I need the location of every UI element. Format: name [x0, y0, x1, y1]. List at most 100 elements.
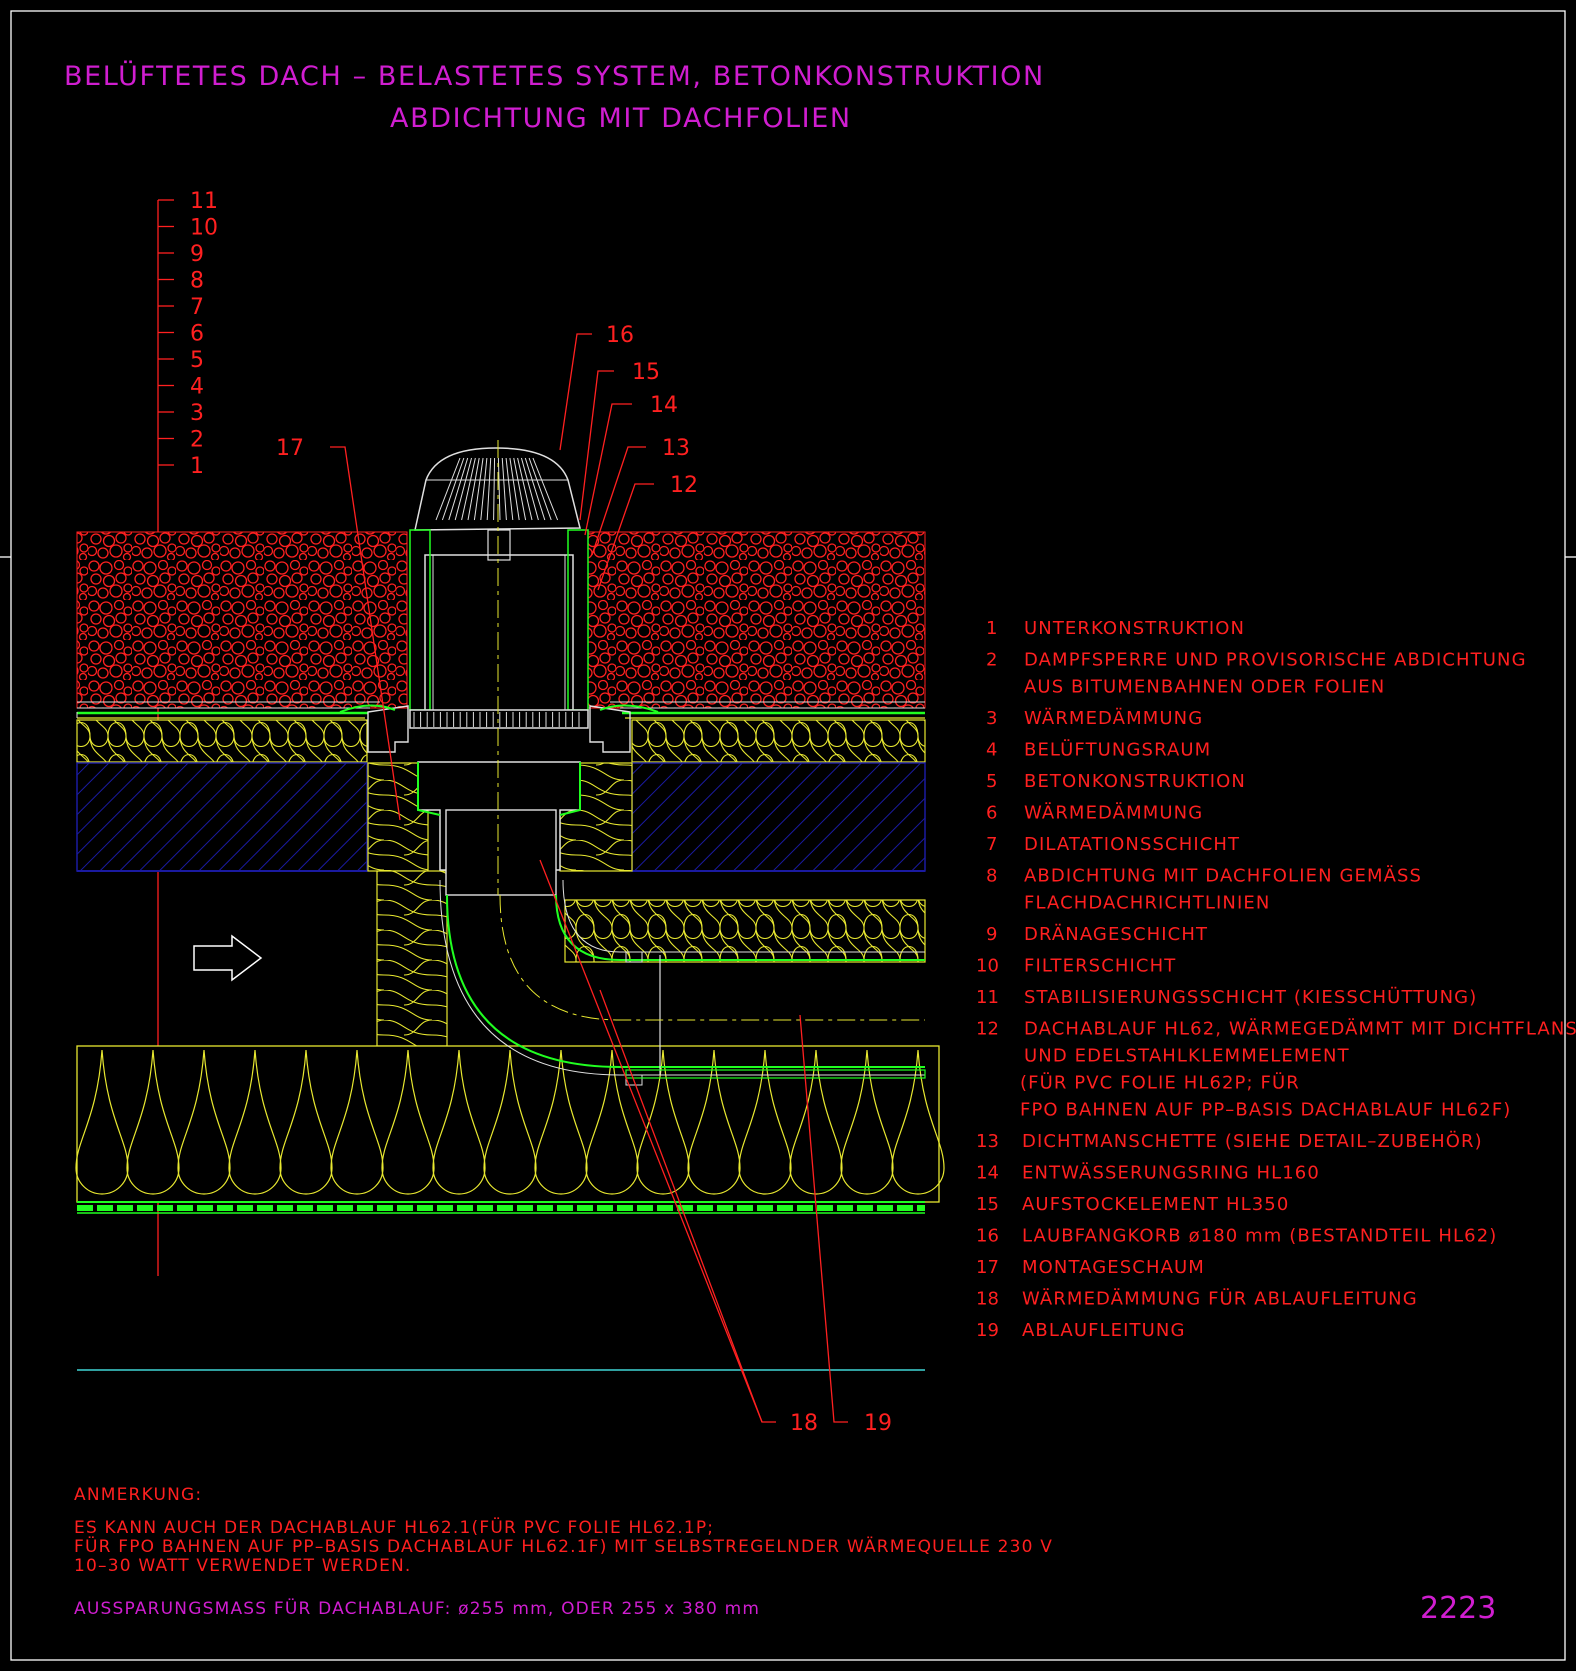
- basket-rib: [486, 457, 492, 521]
- insulation-teardrop: [585, 1049, 639, 1195]
- insulation-teardrop: [279, 1049, 333, 1195]
- callout-19: 19: [864, 1411, 892, 1436]
- legend-number: 11: [976, 987, 999, 1008]
- membrane-layers-right: [610, 701, 925, 719]
- roof-section: [75, 531, 945, 1371]
- ventilation-arrow: [193, 934, 263, 982]
- callout-15: 15: [632, 360, 660, 385]
- legend-text: UND EDELSTAHLKLEMMELEMENT: [1024, 1046, 1350, 1067]
- basket-rib: [435, 457, 461, 521]
- legend-text: (FÜR PVC FOLIE HL62P; FÜR: [1020, 1072, 1300, 1094]
- callout-12: 12: [670, 473, 698, 498]
- legend-number: 13: [976, 1131, 999, 1152]
- legend-text: ENTWÄSSERUNGSRING HL160: [1022, 1163, 1320, 1184]
- insulation-teardrop: [738, 1049, 792, 1195]
- basket-rib: [493, 457, 496, 521]
- basket-rib: [461, 457, 476, 521]
- insulation-top-left: [76, 719, 368, 763]
- legend-text: FLACHDACHRICHTLINIEN: [1024, 893, 1270, 914]
- basket-rib: [513, 457, 527, 521]
- legend-number: 5: [986, 771, 997, 792]
- legend-text: AUS BITUMENBAHNEN ODER FOLIEN: [1024, 677, 1385, 698]
- legend-number: 4: [986, 740, 997, 761]
- legend-text: ABDICHTUNG MIT DACHFOLIEN GEMÄSS: [1024, 866, 1422, 887]
- legend-text: DACHABLAUF HL62, WÄRMEGEDÄMMT MIT DICHTF…: [1024, 1019, 1576, 1040]
- elbow-centerline: [499, 894, 925, 1021]
- legend-number: 1: [986, 618, 997, 639]
- membrane-layers-left: [76, 701, 380, 719]
- legend-text: ABLAUFLEITUNG: [1022, 1320, 1186, 1341]
- basket-rib: [441, 457, 465, 521]
- insulation-top-right: [631, 719, 926, 763]
- legend-text: LAUBFANGKORB ø180 mm (BESTANDTEIL HL62): [1022, 1226, 1497, 1247]
- layer-mark-label: 2: [190, 428, 204, 453]
- legend-number: 10: [976, 956, 999, 977]
- insulation-teardrop: [75, 1049, 129, 1195]
- legend-text: MONTAGESCHAUM: [1022, 1257, 1205, 1278]
- layer-mark-label: 6: [190, 322, 204, 347]
- legend-number: 3: [986, 708, 997, 729]
- legend-text: BETONKONSTRUKTION: [1024, 771, 1246, 792]
- clamp-left: [367, 705, 409, 753]
- callout-17: 17: [276, 436, 304, 461]
- legend-number: 15: [976, 1194, 999, 1215]
- legend-number: 8: [986, 866, 997, 887]
- riser-tube: [424, 554, 574, 712]
- gravel-layer-right: [587, 531, 926, 709]
- concrete-right: [631, 762, 926, 872]
- insulation-teardrop: [789, 1049, 843, 1195]
- legend-text: DAMPFSPERRE UND PROVISORISCHE ABDICHTUNG: [1024, 650, 1527, 671]
- basket-rib: [520, 457, 539, 521]
- insulation-teardrop: [126, 1049, 180, 1195]
- legend-text: WÄRMEDÄMMUNG: [1024, 708, 1203, 729]
- insulation-column-left: [376, 870, 448, 1047]
- insulation-teardrop: [483, 1049, 537, 1195]
- callout-16: 16: [606, 323, 634, 348]
- insulation-teardrop: [177, 1049, 231, 1195]
- layer-mark-label: 11: [190, 189, 218, 214]
- basket-rib: [528, 457, 552, 521]
- legend-text: WÄRMEDÄMMUNG: [1024, 803, 1203, 824]
- insulation-teardrop: [534, 1049, 588, 1195]
- legend-number: 17: [976, 1257, 999, 1278]
- sheet-number: 2223: [1420, 1591, 1496, 1626]
- drain-assembly: [339, 440, 926, 1086]
- layer-mark-label: 1: [190, 454, 204, 479]
- note-dimension: AUSSPARUNGSMASS FÜR DACHABLAUF: ø255 mm,…: [74, 1597, 760, 1619]
- layer-mark-label: 10: [190, 216, 218, 241]
- insulation-teardrop: [891, 1049, 945, 1195]
- legend-text: FPO BAHNEN AUF PP–BASIS DACHABLAUF HL62F…: [1020, 1100, 1511, 1121]
- note-line-2: FÜR FPO BAHNEN AUF PP–BASIS DACHABLAUF H…: [74, 1535, 1053, 1557]
- note-heading: ANMERKUNG:: [74, 1485, 202, 1505]
- insulation-teardrop: [432, 1049, 486, 1195]
- outlet-pipe: [445, 809, 557, 896]
- layer-mark-label: 8: [190, 269, 204, 294]
- basket-rib: [509, 457, 520, 521]
- pipe-elbow-outer: [446, 894, 925, 1068]
- legend-number: 6: [986, 803, 997, 824]
- legend-text: FILTERSCHICHT: [1024, 956, 1176, 977]
- insulation-teardrop: [228, 1049, 282, 1195]
- insulation-teardrop: [687, 1049, 741, 1195]
- legend-text: DICHTMANSCHETTE (SIEHE DETAIL–ZUBEHÖR): [1022, 1130, 1483, 1152]
- layer-mark-label: 3: [190, 401, 204, 426]
- layer-mark-label: 4: [190, 375, 204, 400]
- basket-rib: [497, 457, 501, 521]
- legend-text: DILATATIONSSCHICHT: [1024, 834, 1240, 855]
- legend-number: 19: [976, 1320, 999, 1341]
- title-line-2: ABDICHTUNG MIT DACHFOLIEN: [390, 103, 852, 134]
- callout-13: 13: [662, 436, 690, 461]
- title-line-1: BELÜFTETES DACH – BELASTETES SYSTEM, BET…: [64, 60, 1045, 92]
- pipe-insulation-top: [564, 899, 926, 963]
- legend-text: AUFSTOCKELEMENT HL350: [1022, 1194, 1289, 1215]
- legend-text: STABILISIERUNGSSCHICHT (KIESSCHÜTTUNG): [1024, 986, 1477, 1008]
- legend-text: BELÜFTUNGSRAUM: [1024, 739, 1211, 761]
- bottom-barrier: [77, 1201, 925, 1214]
- legend-number: 2: [986, 650, 997, 671]
- callout-18: 18: [790, 1411, 818, 1436]
- layer-mark-label: 7: [190, 295, 204, 320]
- basket-rib: [467, 457, 480, 521]
